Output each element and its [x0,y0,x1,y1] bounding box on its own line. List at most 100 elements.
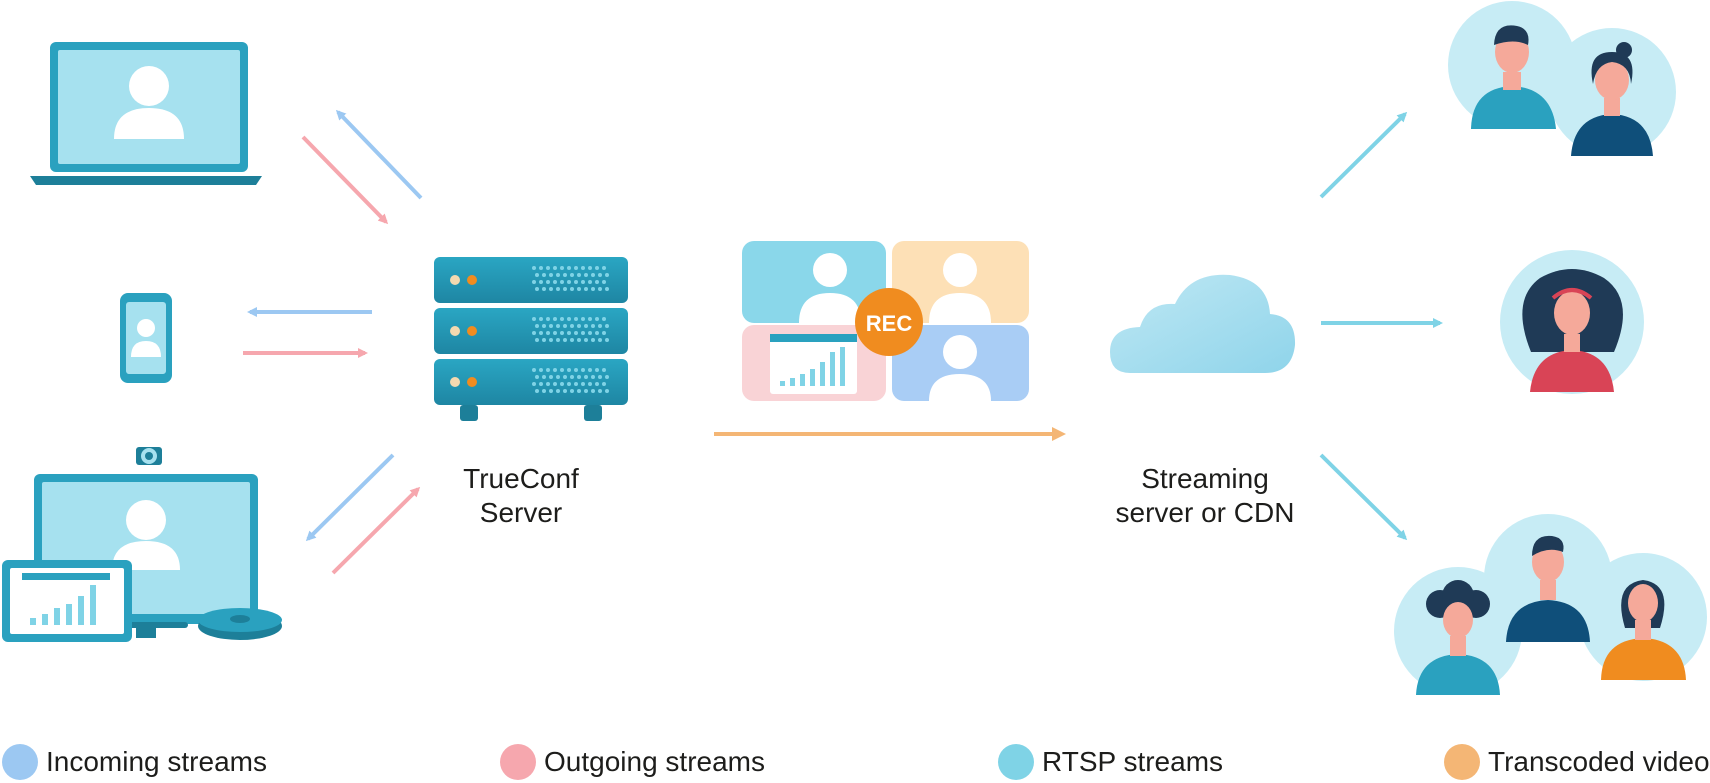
server-vent-dot [560,382,564,386]
server-vent-dot [584,375,588,379]
server-vent-dot [549,324,553,328]
server-vent-dot [570,375,574,379]
server-vent-dot [577,338,581,342]
arrow-incoming-room [305,453,395,542]
legend-outgoing-swatch [500,744,536,780]
server-vent-dot [535,273,539,277]
server-vent-dot [532,382,536,386]
server-vent-dot [549,338,553,342]
legend-incoming-label: Incoming streams [46,746,267,777]
server-vent-dot [570,338,574,342]
legend-transcoded: Transcoded video [1444,742,1710,782]
server-vent-dot [598,389,602,393]
server-vent-dot [535,389,539,393]
streaming-label-line2: server or CDN [1115,497,1295,528]
server-vent-dot [560,331,564,335]
server-label-line2: Server [479,497,563,528]
arrow-outgoing-room [331,486,421,575]
server-vent-dot [602,266,606,270]
server-vent-dot [588,368,592,372]
server-vent-dot [602,382,606,386]
server-vent-dot [577,324,581,328]
server-vent-dot [549,389,553,393]
server-vent-dot [546,368,550,372]
server-vent-dot [542,338,546,342]
server-vent-dot [598,375,602,379]
server-vent-dot [588,266,592,270]
server-vent-dot [574,266,578,270]
server-vent-dot [570,287,574,291]
server-vent-dot [574,368,578,372]
server-vent-dot [546,266,550,270]
server-vent-dot [595,280,599,284]
server-vent-dot [605,389,609,393]
server-vent-dot [567,280,571,284]
viewer-single-icon [1500,250,1644,394]
server-vent-dot [595,266,599,270]
server-vent-dot [556,338,560,342]
server-vent-dot [588,317,592,321]
server-vent-dot [553,382,557,386]
server-label-line1: TrueConf [463,463,579,494]
server-vent-dot [549,375,553,379]
server-vent-dot [584,389,588,393]
recording-grid-icon: REC [742,241,1029,401]
server-vent-dot [532,266,536,270]
server-vent-dot [602,368,606,372]
server-vent-dot [542,389,546,393]
server-vent-dot [605,324,609,328]
server-vent-dot [546,317,550,321]
server-vent-dot [581,317,585,321]
server-vent-dot [588,280,592,284]
server-vent-dot [591,273,595,277]
server-vent-dot [570,389,574,393]
server-vent-dot [556,324,560,328]
server-vent-dot [570,324,574,328]
server-vent-dot [574,382,578,386]
server-vent-dot [588,382,592,386]
server-vent-dot [556,389,560,393]
legend-rtsp: RTSP streams [998,742,1223,782]
server-vent-dot [535,338,539,342]
server-vent-dot [570,273,574,277]
server-vent-dot [542,375,546,379]
server-vent-dot [556,375,560,379]
legend-rtsp-swatch [998,744,1034,780]
arrow-incoming-laptop [335,109,423,200]
server-vent-dot [605,273,609,277]
legend-incoming-swatch [2,744,38,780]
server-vent-dot [581,382,585,386]
server-vent-dot [584,338,588,342]
server-vent-dot [560,368,564,372]
server-vent-dot [546,382,550,386]
server-vent-dot [588,331,592,335]
server-vent-dot [567,331,571,335]
server-vent-dot [584,324,588,328]
server-vent-dot [598,287,602,291]
server-vent-dot [598,324,602,328]
server-vent-dot [542,287,546,291]
server-vent-dot [605,338,609,342]
server-vent-dot [539,331,543,335]
server-vent-dot [560,280,564,284]
server-vent-dot [591,287,595,291]
server-vent-dot [581,280,585,284]
server-vent-dot [539,382,543,386]
server-vent-dot [539,266,543,270]
server-vent-dot [535,324,539,328]
server-vent-dot [567,266,571,270]
server-vent-dot [567,368,571,372]
server-vent-dot [577,273,581,277]
server-vent-dot [581,266,585,270]
server-vent-dot [563,273,567,277]
server-vent-dot [595,368,599,372]
server-vent-dot [595,382,599,386]
server-icon [434,257,628,421]
server-vent-dot [553,317,557,321]
legend-transcoded-swatch [1444,744,1480,780]
server-vent-dot [602,331,606,335]
streaming-label: Streaming server or CDN [1100,462,1310,530]
server-vent-dot [577,375,581,379]
server-vent-dot [577,389,581,393]
